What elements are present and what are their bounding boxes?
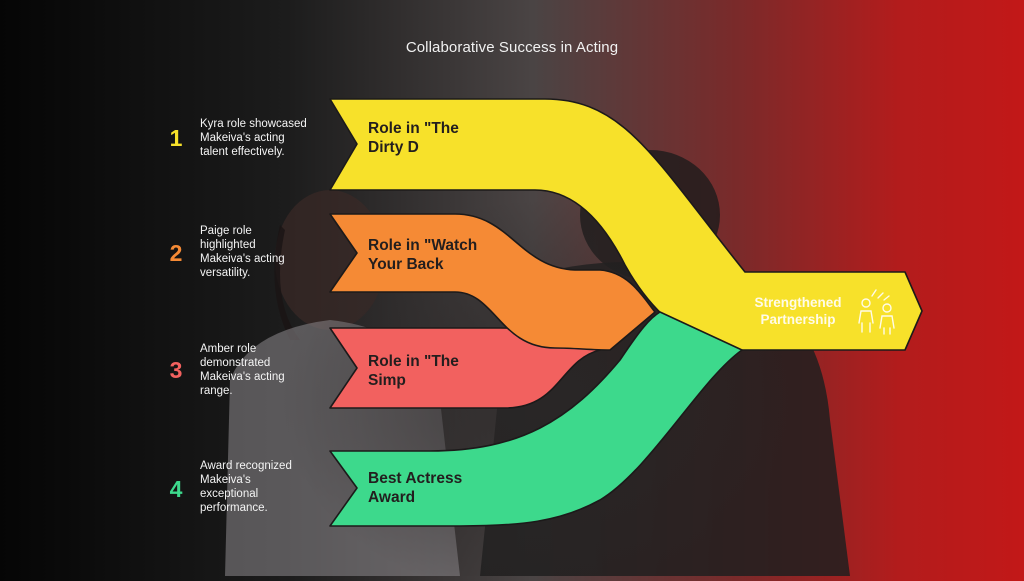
step-number-1: 1 [169, 125, 183, 151]
flow-band-4 [329, 311, 743, 527]
diagram-title: Collaborative Success in Acting [405, 39, 619, 56]
step-label-4: Best Actress Award [368, 470, 463, 506]
flow-band-2 [329, 213, 656, 351]
step-description-1: Kyra role showcased Makeiva's acting tal… [200, 118, 307, 158]
outcome-label: Strengthened Partnership [754, 295, 842, 327]
partnership-icon [858, 289, 895, 335]
step-description-2: Paige role highlighted Makeiva's acting … [200, 225, 285, 279]
step-label-3: Role in "The Simp [368, 353, 459, 389]
step-description-3: Amber role demonstrated Makeiva's acting… [200, 343, 285, 397]
step-label-2: Role in "Watch Your Back [368, 237, 478, 273]
step-description-4: Award recognized Makeiva's exceptional p… [200, 460, 292, 514]
step-number-2: 2 [169, 240, 183, 266]
step-number-3: 3 [169, 357, 183, 383]
step-label-1: Role in "The Dirty D [368, 120, 459, 156]
step-number-4: 4 [169, 476, 183, 502]
